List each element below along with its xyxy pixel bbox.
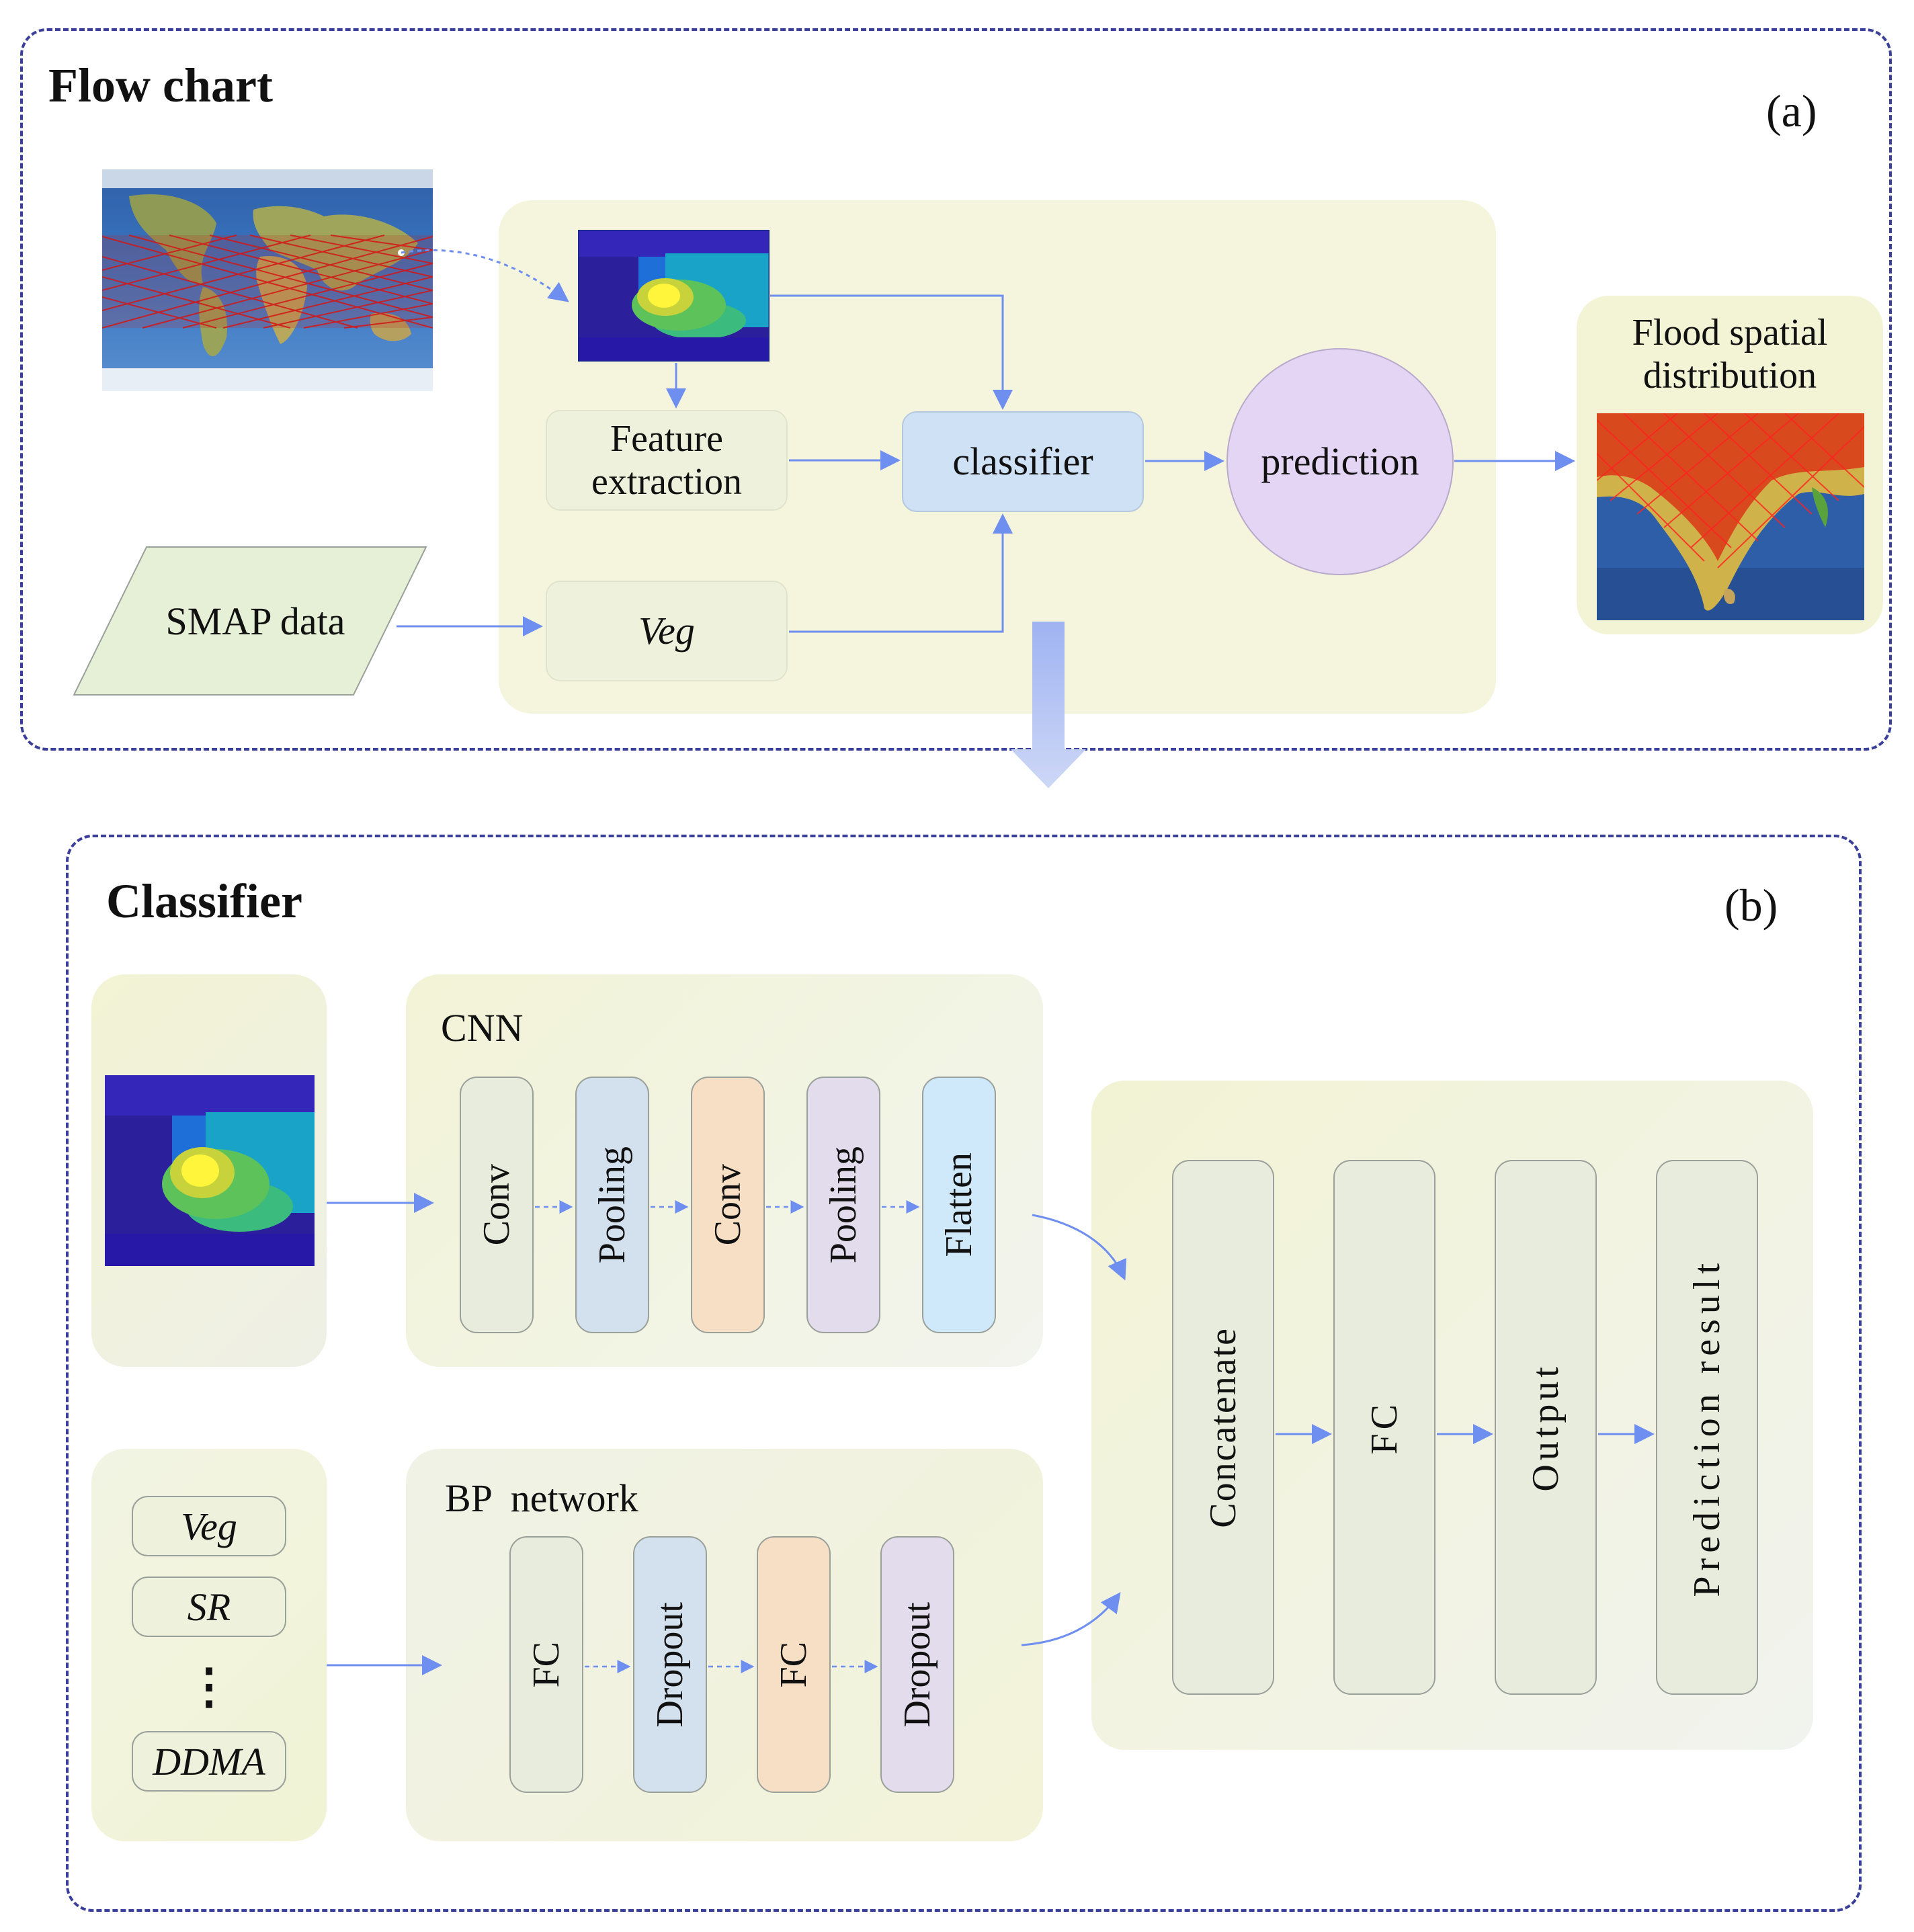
veg-node: Veg xyxy=(546,581,788,681)
merge-fc: FC xyxy=(1333,1160,1436,1695)
flood-map-image xyxy=(1597,413,1864,620)
panel-a-tag: (a) xyxy=(1766,85,1817,136)
arrow-veg-to-classifier xyxy=(789,513,1013,633)
cnn-label: CNN xyxy=(441,1006,524,1050)
cnn-layer-flatten: Flatten xyxy=(922,1077,996,1333)
panel-b-tag: (b) xyxy=(1724,880,1778,931)
cnn-layer-pooling-2: Pooling xyxy=(806,1077,880,1333)
cnn-layer-pooling-1: Pooling xyxy=(575,1077,649,1333)
arrow-map-to-heatmap xyxy=(401,249,569,302)
flood-output-label: Flood spatial distribution xyxy=(1632,311,1828,396)
bp-layer-dropout-2: Dropout xyxy=(880,1536,954,1793)
prediction-node: prediction xyxy=(1226,348,1454,575)
merge-prediction-result: Prediction result xyxy=(1656,1160,1758,1695)
classifier-label: classifier xyxy=(952,439,1093,483)
feature-extraction-node: Feature extraction xyxy=(546,410,788,511)
arrow-cnn-to-merge xyxy=(1032,1214,1127,1281)
smap-data-shape xyxy=(73,546,427,696)
arrow-heatmap-to-classifier xyxy=(770,294,1013,410)
input-ddma: DDMA xyxy=(132,1731,286,1792)
panel-a-frame xyxy=(20,28,1892,751)
cnn-layer-conv-1: Conv xyxy=(460,1077,534,1333)
bp-layer-fc-1: FC xyxy=(509,1536,583,1793)
bp-layer-fc-2: FC xyxy=(757,1536,831,1793)
veg-label: Veg xyxy=(638,608,695,653)
input-sr: SR xyxy=(132,1577,286,1637)
cnn-layer-conv-2: Conv xyxy=(691,1077,765,1333)
panel-a-title: Flow chart xyxy=(48,58,273,112)
feature-extraction-label: Feature extraction xyxy=(591,417,742,503)
bp-label: BP network xyxy=(445,1476,638,1520)
input-veg: Veg xyxy=(132,1496,286,1556)
merge-output: Output xyxy=(1495,1160,1597,1695)
soil-moisture-heatmap xyxy=(578,230,769,362)
panel-b-frame xyxy=(66,835,1862,1912)
cnn-input-heatmap xyxy=(105,1075,315,1266)
panel-transition-arrow xyxy=(1011,622,1086,788)
prediction-label: prediction xyxy=(1261,439,1419,483)
bp-layer-dropout-1: Dropout xyxy=(633,1536,707,1793)
world-map-image xyxy=(102,169,433,391)
smap-data-label: SMAP data xyxy=(165,599,345,643)
classifier-node: classifier xyxy=(902,411,1144,512)
arrow-bp-to-merge xyxy=(1021,1592,1121,1646)
input-ellipsis: ⋮ xyxy=(185,1659,233,1714)
merge-concatenate: Concatenate xyxy=(1172,1160,1274,1695)
panel-b-title: Classifier xyxy=(106,874,302,928)
